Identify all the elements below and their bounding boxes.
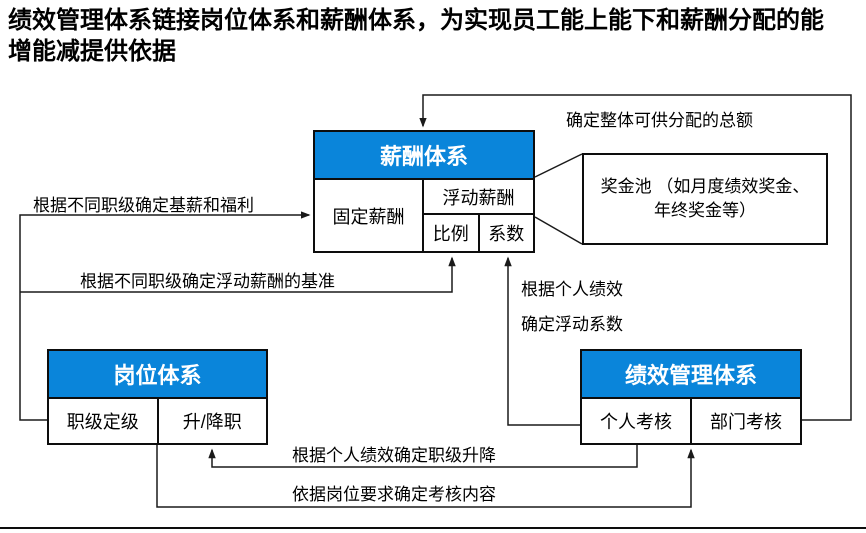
label-floating-base: 根据不同职级确定浮动薪酬的基准 — [80, 272, 335, 291]
label-personal-perf-line1: 根据个人绩效 — [521, 280, 623, 299]
bonus-pool-box: 奖金池 （如月度绩效奖金、年终奖金等） — [582, 153, 828, 245]
performance-system-box: 绩效管理体系 个人考核 部门考核 — [580, 349, 802, 445]
promotion-cell: 升/降职 — [158, 399, 266, 443]
pay-system-header: 薪酬体系 — [315, 132, 533, 180]
coefficient-cell: 系数 — [479, 215, 533, 251]
department-assessment-cell: 部门考核 — [692, 399, 800, 443]
floating-pay-cell: 浮动薪酬 — [424, 180, 533, 215]
bottom-divider — [0, 527, 866, 529]
ratio-cell: 比例 — [424, 215, 480, 251]
bonus-pool-text: 奖金池 （如月度绩效奖金、年终奖金等） — [600, 177, 810, 220]
page-title: 绩效管理体系链接岗位体系和薪酬体系，为实现员工能上能下和薪酬分配的能增能减提供依… — [8, 7, 824, 65]
pay-system-box: 薪酬体系 固定薪酬 浮动薪酬 比例 系数 — [313, 130, 535, 253]
funnel-bottom-line — [534, 216, 583, 245]
label-grade-change: 根据个人绩效确定职级升降 — [292, 446, 496, 465]
performance-system-header: 绩效管理体系 — [582, 351, 800, 399]
label-base-salary: 根据不同职级确定基薪和福利 — [33, 196, 254, 215]
position-system-header: 岗位体系 — [49, 351, 266, 399]
label-personal-perf-line2: 确定浮动系数 — [521, 315, 623, 334]
label-assessment-content: 依据岗位要求确定考核内容 — [292, 485, 496, 504]
individual-assessment-cell: 个人考核 — [582, 399, 692, 443]
funnel-top-line — [534, 153, 583, 178]
fixed-pay-cell: 固定薪酬 — [315, 180, 424, 251]
label-total-pool: 确定整体可供分配的总额 — [566, 111, 753, 130]
grade-cell: 职级定级 — [49, 399, 159, 443]
position-system-box: 岗位体系 职级定级 升/降职 — [47, 349, 268, 445]
